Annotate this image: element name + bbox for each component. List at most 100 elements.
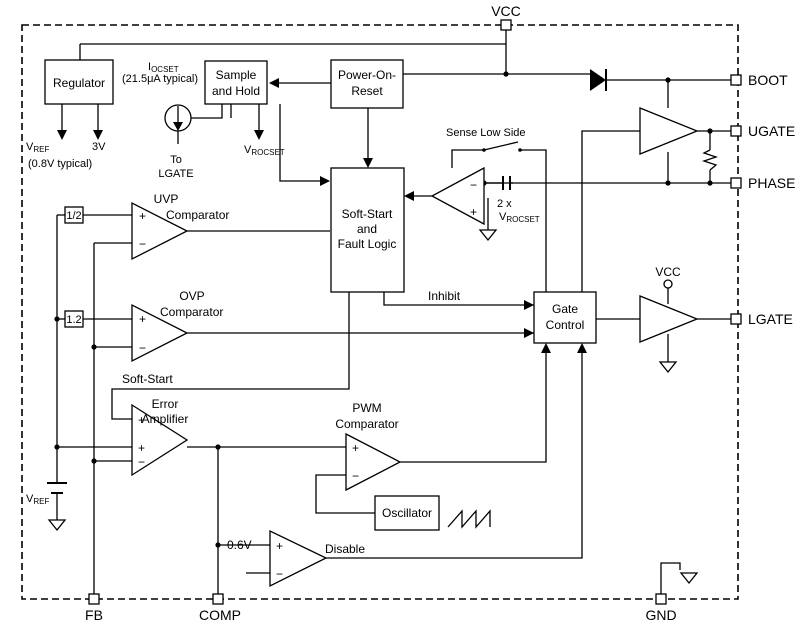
ovp-minus-sign: − (139, 341, 146, 355)
vcc-node-circle (663, 279, 673, 289)
pin-fb (88, 593, 100, 605)
uvp-gain-box: 1/2 (64, 206, 84, 224)
two-x-label: 2 x (497, 198, 512, 210)
svg-text:IOCSET: IOCSET (148, 61, 179, 74)
lgate-vcc-label: VCC (655, 265, 681, 279)
pin-gnd-label: GND (645, 607, 676, 623)
por-label-2: Reset (351, 84, 383, 98)
pin-ugate (730, 125, 742, 137)
sample-hold-block: Sample and Hold (204, 60, 268, 105)
uvp-label-1: UVP (154, 192, 179, 206)
oscillator-label: Oscillator (382, 506, 432, 520)
gate-control-label-2: Control (546, 318, 585, 332)
labels: IOCSET (21.5μA typical) VREF (0.8V typic… (26, 61, 540, 556)
pwm-label-2: Comparator (335, 417, 398, 431)
pin-boot (730, 74, 742, 86)
ovp-plus-sign: + (139, 312, 146, 326)
sawtooth-icon (447, 509, 491, 529)
pin-phase (730, 177, 742, 189)
ovp-label-1: OVP (179, 289, 204, 303)
regulator-block: Regulator (44, 59, 114, 105)
to-label: To (170, 154, 182, 166)
uvp-comparator: + − (131, 201, 189, 261)
power-on-reset-block: Power-On- Reset (330, 59, 404, 109)
resistor-icon (701, 149, 719, 171)
vrocset-label: V (244, 144, 252, 156)
uvp-gain-label: 1/2 (66, 210, 81, 222)
svg-text:VROCSET: VROCSET (244, 144, 285, 157)
vref-typical: (0.8V typical) (28, 158, 92, 170)
pin-gnd (655, 593, 667, 605)
vrocset-sub: ROCSET (251, 148, 284, 157)
ea-plus-sign-2: + (138, 441, 145, 455)
pwm-plus-sign: + (352, 441, 359, 455)
v06-label: 0.6V (227, 538, 252, 552)
ovp-gain-box: 1.2 (64, 310, 84, 328)
vref-batt-sub: REF (33, 497, 49, 506)
ea-minus-sign: − (138, 455, 145, 469)
vrocset2-sub: ROCSET (506, 215, 539, 224)
sense-plus-sign: + (470, 205, 477, 219)
pin-phase-label: PHASE (748, 175, 795, 191)
vref-out-sub: REF (33, 145, 49, 154)
vref-battery-icon (47, 482, 67, 494)
disable-label: Disable (325, 542, 365, 556)
gate-control-block: Gate Control (533, 291, 597, 344)
soft-start-label: Soft-Start (122, 372, 173, 386)
pin-vcc-label: VCC (491, 3, 521, 19)
junction-dots (54, 71, 713, 548)
sense-low-side-label: Sense Low Side (446, 127, 526, 139)
por-label-1: Power-On- (338, 68, 396, 82)
pin-vcc (500, 19, 512, 31)
sense-minus-sign: − (470, 178, 477, 192)
three-v-label: 3V (92, 141, 106, 153)
dis-minus-sign: − (276, 567, 283, 581)
sample-hold-label-1: Sample (216, 68, 257, 82)
uvp-plus-sign: + (139, 209, 146, 223)
ea-plus-sign-1: + (138, 413, 145, 427)
wires (56, 28, 731, 598)
inhibit-label: Inhibit (428, 289, 461, 303)
chip-boundary (21, 24, 739, 600)
uvp-minus-sign: − (139, 237, 146, 251)
sample-hold-label-2: and Hold (212, 84, 260, 98)
capacitor-icon (490, 176, 511, 190)
svg-text:VROCSET: VROCSET (499, 211, 540, 224)
lgate-ref-label: LGATE (158, 168, 193, 180)
uvp-label-2: Comparator (166, 208, 229, 222)
ovp-gain-label: 1.2 (66, 314, 81, 326)
pin-lgate-label: LGATE (748, 311, 793, 327)
iocset-typical: (21.5μA typical) (122, 73, 198, 85)
sense-amplifier: − + (430, 166, 485, 226)
vrocset2-label: V (499, 211, 507, 223)
pin-boot-label: BOOT (748, 72, 788, 88)
pin-ugate-label: UGATE (748, 123, 795, 139)
boot-diode-icon (590, 69, 607, 91)
oscillator-block: Oscillator (374, 495, 440, 531)
pin-fb-label: FB (85, 607, 103, 623)
pwm-comparator: + − (345, 432, 402, 492)
vref-out-label: V (26, 141, 34, 153)
svg-text:VREF: VREF (26, 493, 49, 506)
ssf-label-1: Soft-Start (342, 207, 393, 221)
iocset-label: I (148, 61, 151, 73)
gate-control-label-1: Gate (552, 302, 578, 316)
svg-text:VREF: VREF (26, 141, 49, 154)
ovp-comparator: + − (131, 303, 189, 363)
lgate-driver (639, 295, 699, 343)
pin-comp (212, 593, 224, 605)
error-amplifier: + + − (131, 403, 189, 477)
ssf-label-3: Fault Logic (338, 237, 397, 251)
pin-lgate (730, 313, 742, 325)
vref-batt-label: V (26, 493, 34, 505)
sense-switch-icon (483, 141, 519, 151)
iocset-sub: OCSET (151, 65, 179, 74)
ea-label-2: Amplifier (142, 412, 189, 426)
ssf-label-2: and (357, 222, 377, 236)
soft-start-fault-block: Soft-Start and Fault Logic (330, 167, 405, 293)
regulator-label: Regulator (53, 76, 105, 90)
ground-icon (47, 229, 699, 585)
pin-comp-label: COMP (199, 607, 241, 623)
ea-label-1: Error (152, 397, 179, 411)
